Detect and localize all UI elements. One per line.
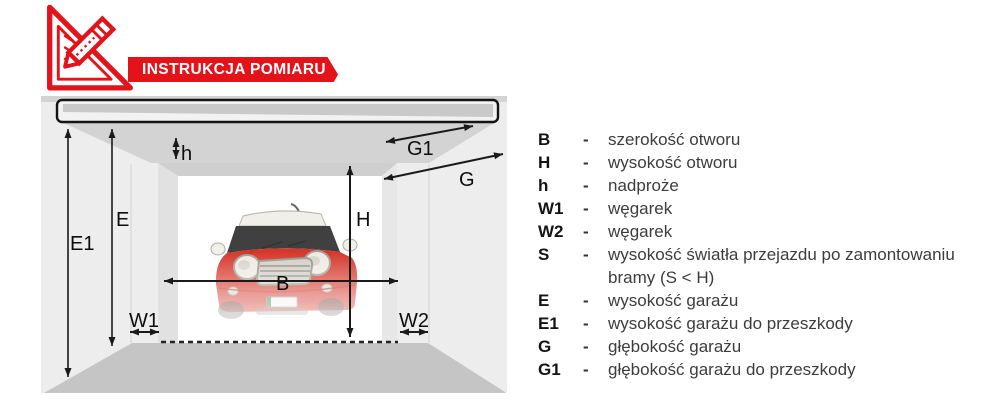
legend-description: wysokość garażu [608,291,739,310]
legend-symbol: H [538,153,551,172]
legend-separator: - [583,360,589,379]
opening-top-reveal [158,163,397,176]
legend-separator: - [583,153,589,172]
legend-description: głębokość garażu [608,337,742,356]
legend-description: nadproże [608,176,679,195]
legend-symbol: W2 [538,222,564,241]
legend-description: węgarek [608,199,673,218]
wall-corner-lines [130,164,430,343]
opening-left-reveal [158,163,178,343]
dim-label-E1: E1 [70,233,94,255]
legend-separator: - [583,176,589,195]
legend-symbol: E [538,291,550,310]
legend-symbol: G1 [538,360,561,379]
dim-arrow-G1 [385,124,474,144]
legend-description: wysokość światła przejazdu po zamontowan… [608,245,955,287]
legend-description: szerokość otworu [608,130,741,149]
dimension-arrows [64,124,504,377]
dim-label-G: G [459,169,475,191]
garage-diagram: E1 E h H B W1 W2 G1 G [41,96,507,393]
instruction-banner: INSTRUKCJA POMIARU [128,57,338,82]
legend-separator: - [583,245,589,264]
legend-symbol: h [538,176,549,195]
banner-title: INSTRUKCJA POMIARU [142,60,327,78]
legend-row-H: H - wysokość otworu [538,151,990,174]
dim-label-h: h [181,143,192,165]
legend-separator: - [583,199,589,218]
legend-row-W1: W1 - węgarek [538,197,990,220]
dim-label-W1: W1 [129,310,159,332]
legend-separator: - [583,314,589,333]
legend-separator: - [583,130,589,149]
legend-row-W2: W2 - węgarek [538,220,990,243]
legend-row-B: B - szerokość otworu [538,128,990,151]
legend-symbol: B [538,130,551,149]
dim-label-W2: W2 [399,310,429,332]
legend-row-G1: G1 - głębokość garażu do przeszkody [538,358,990,381]
legend-symbol: G [538,337,552,356]
dim-label-H: H [356,209,370,231]
legend-symbol: S [538,245,550,264]
opening-right-reveal [382,163,397,343]
car-wipers [261,240,307,249]
legend: B - szerokość otworu H - wysokość otworu… [538,128,990,381]
legend-symbol: E1 [538,314,559,333]
garage-floor [44,343,505,393]
car-roof [238,210,327,227]
dim-label-E: E [116,209,129,231]
dim-label-B: B [276,273,289,295]
legend-separator: - [583,291,589,310]
legend-row-E: E - wysokość garażu [538,289,990,312]
legend-separator: - [583,222,589,241]
legend-row-S: S - wysokość światła przejazdu po zamont… [538,243,990,289]
legend-description: węgarek [608,222,673,241]
legend-row-h: h - nadproże [538,174,990,197]
legend-description: wysokość otworu [608,153,738,172]
dim-label-G1: G1 [407,138,434,160]
legend-description: głębokość garażu do przeszkody [608,360,856,379]
legend-row-E1: E1 - wysokość garażu do przeszkody [538,312,990,335]
pencil-glyph [63,15,117,69]
legend-description: wysokość garażu do przeszkody [608,314,853,333]
car-windshield [227,226,340,253]
dim-arrow-G [383,152,504,181]
legend-row-G: G - głębokość garażu [538,335,990,358]
ceiling-beam [55,98,500,124]
legend-separator: - [583,337,589,356]
logo-ruler-pencil-icon [47,5,133,91]
legend-symbol: W1 [538,199,564,218]
